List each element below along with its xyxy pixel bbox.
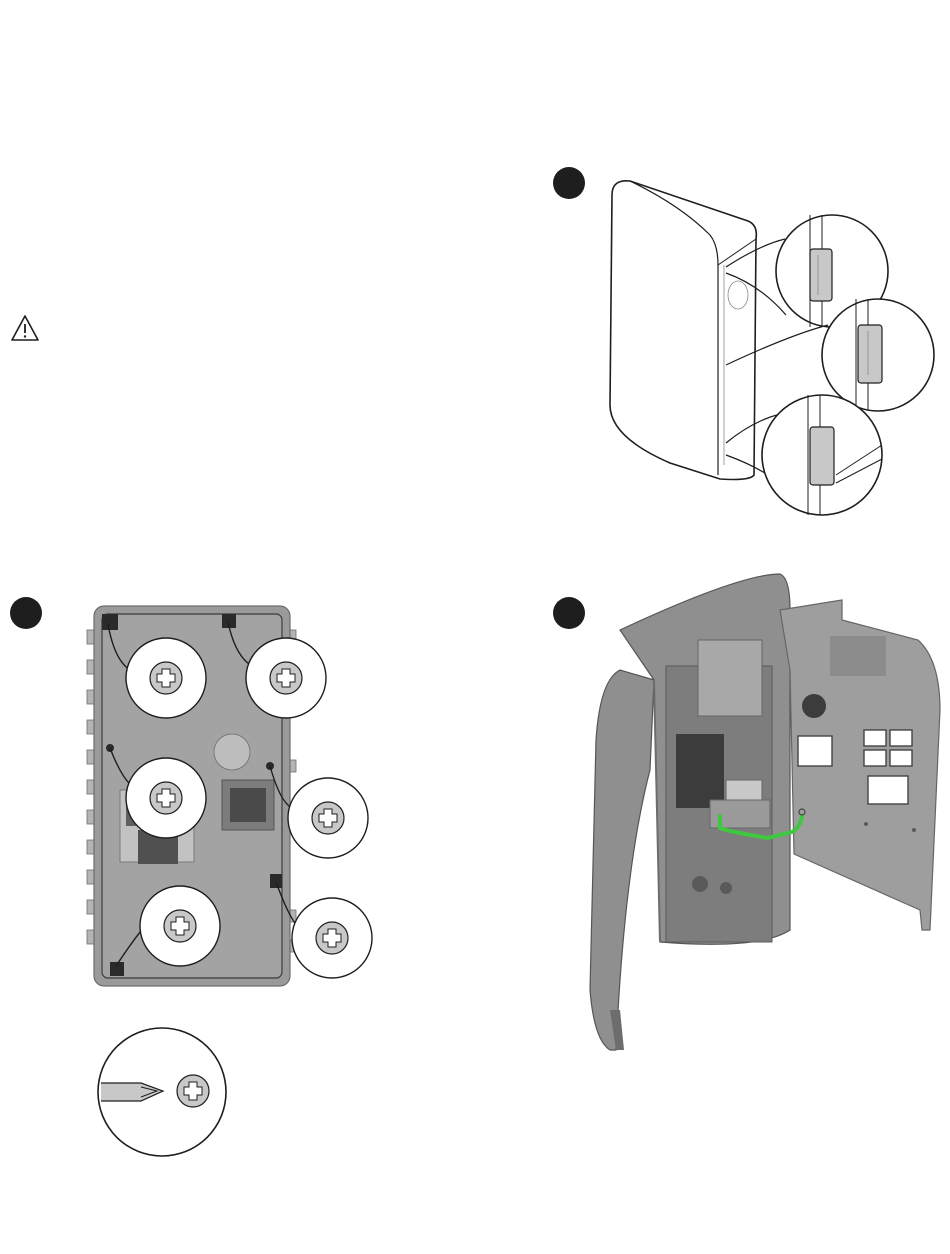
unscrew-cover-illustration: [80, 600, 380, 990]
housing-door: [590, 670, 654, 1050]
housing-closed: [610, 181, 756, 480]
warning-triangle-icon: [10, 314, 40, 342]
step-marker-hinge: [553, 167, 585, 199]
step-marker-unscrew: [10, 597, 42, 629]
open-cover-illustration: [580, 570, 945, 1055]
phillips-screwdriver-icon: [95, 1025, 230, 1160]
hinge-check-illustration: [600, 175, 945, 520]
